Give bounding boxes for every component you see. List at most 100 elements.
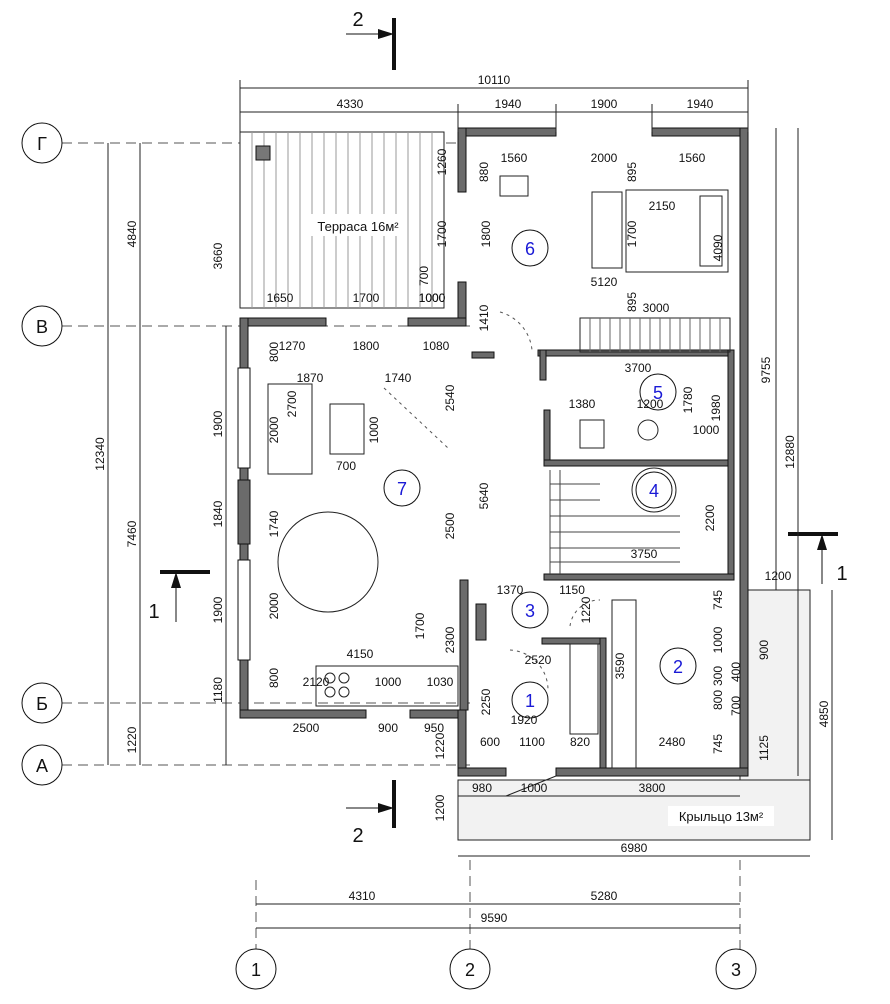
axis-label-3: 3 [731, 960, 741, 980]
svg-text:3750: 3750 [631, 547, 658, 561]
svg-text:1870: 1870 [297, 371, 324, 385]
section-marker-bottom: 2 [346, 780, 396, 847]
dim-porch-seg-3: 3800 [639, 781, 666, 795]
axis-label-b: Б [36, 694, 48, 714]
svg-text:600: 600 [480, 735, 500, 749]
terrace: Терраса 16м² [239, 131, 445, 309]
svg-text:5640: 5640 [477, 482, 491, 509]
dim-left-inner-1: 3660 [211, 242, 225, 269]
svg-text:1700: 1700 [435, 220, 449, 247]
svg-text:2150: 2150 [649, 199, 676, 213]
svg-text:1030: 1030 [427, 675, 454, 689]
svg-text:1000: 1000 [693, 423, 720, 437]
dim-porch-width: 6980 [621, 841, 648, 855]
room-marker-6: 6 [511, 229, 549, 267]
axis-label-2: 2 [465, 960, 475, 980]
room-number-4: 4 [649, 481, 659, 501]
svg-text:2300: 2300 [443, 626, 457, 653]
svg-text:1220: 1220 [579, 596, 593, 623]
svg-text:1800: 1800 [353, 339, 380, 353]
dim-right-small-4: 300 [711, 666, 725, 686]
dim-top-total: 10110 [478, 73, 511, 87]
svg-text:1100: 1100 [519, 735, 545, 749]
axis-bubble-g: Г [21, 122, 63, 164]
dim-left-inner-6: 1220 [125, 726, 139, 753]
section-label-top: 2 [352, 9, 363, 31]
room-marker-4: 4 [635, 471, 673, 509]
svg-text:1370: 1370 [497, 583, 524, 597]
dim-right-small-6: 800 [711, 690, 725, 710]
dim-right-small-1: 1200 [765, 569, 792, 583]
room-number-5: 5 [653, 383, 663, 403]
svg-text:4090: 4090 [711, 234, 725, 261]
svg-text:1270: 1270 [279, 339, 306, 353]
terrace-area-label: Терраса 16м² [317, 219, 399, 234]
outer-walls [237, 127, 749, 777]
axis-label-1: 1 [251, 960, 261, 980]
svg-text:2250: 2250 [479, 688, 493, 715]
dim-left-seg-1: 4840 [125, 220, 139, 247]
svg-text:1740: 1740 [385, 371, 412, 385]
dim-right-small-5: 400 [729, 662, 743, 682]
axis-bubble-1: 1 [235, 948, 277, 990]
axis-bubble-b: Б [21, 682, 63, 724]
axis-bubble-3: 3 [715, 948, 757, 990]
svg-text:1700: 1700 [413, 612, 427, 639]
section-label-bottom: 2 [352, 825, 363, 847]
svg-text:800: 800 [267, 342, 281, 362]
dim-bottom-total: 9590 [481, 911, 508, 925]
svg-text:2200: 2200 [703, 504, 717, 531]
svg-text:700: 700 [417, 266, 431, 286]
svg-text:1220: 1220 [433, 732, 447, 759]
dim-left-seg-2: 7460 [125, 520, 139, 547]
dim-right-porch: 4850 [817, 700, 831, 727]
svg-text:1920: 1920 [511, 713, 538, 727]
svg-text:2500: 2500 [443, 512, 457, 539]
axis-label-v: В [36, 317, 48, 337]
section-label-right: 1 [836, 563, 847, 585]
svg-text:2540: 2540 [443, 384, 457, 411]
porch: Крыльцо 13м² [457, 589, 811, 841]
dim-top-seg-3: 1900 [591, 97, 618, 111]
svg-text:1700: 1700 [625, 220, 639, 247]
dim-right-small-3: 1000 [711, 626, 725, 653]
svg-text:1560: 1560 [679, 151, 706, 165]
section-marker-top: 2 [346, 9, 396, 70]
room-number-1: 1 [525, 691, 535, 711]
doors [383, 311, 601, 797]
svg-text:700: 700 [336, 459, 356, 473]
svg-text:1650: 1650 [267, 291, 294, 305]
svg-text:2000: 2000 [267, 416, 281, 443]
svg-text:2700: 2700 [285, 390, 299, 417]
room-marker-7: 7 [383, 469, 421, 507]
dim-right-outer: 12880 [783, 435, 797, 469]
svg-text:1980: 1980 [709, 394, 723, 421]
dimension-labels: 10110 4330 1940 1900 1940 4310 5280 9590… [93, 73, 831, 925]
svg-text:1800: 1800 [479, 220, 493, 247]
svg-text:820: 820 [570, 735, 590, 749]
section-marker-right: 1 [788, 532, 848, 585]
dim-top-seg-1: 4330 [337, 97, 364, 111]
svg-text:2500: 2500 [293, 721, 320, 735]
svg-text:1080: 1080 [423, 339, 450, 353]
dim-right-small-7: 700 [729, 696, 743, 716]
svg-text:3590: 3590 [613, 652, 627, 679]
svg-text:2520: 2520 [525, 653, 552, 667]
svg-text:2000: 2000 [591, 151, 618, 165]
room-marker-2: 2 [659, 647, 697, 685]
dim-left-total: 12340 [93, 437, 107, 471]
svg-text:800: 800 [267, 668, 281, 688]
svg-text:745: 745 [711, 734, 725, 754]
svg-text:880: 880 [477, 162, 491, 182]
svg-text:2000: 2000 [267, 592, 281, 619]
axis-label-a: А [36, 756, 48, 776]
dim-right-small-2: 745 [711, 590, 725, 610]
svg-text:1000: 1000 [419, 291, 446, 305]
room-number-2: 2 [673, 657, 683, 677]
svg-text:900: 900 [378, 721, 398, 735]
svg-text:1000: 1000 [375, 675, 402, 689]
room-marker-3: 3 [511, 591, 549, 629]
svg-text:2120: 2120 [303, 675, 330, 689]
inner-walls [459, 349, 735, 769]
